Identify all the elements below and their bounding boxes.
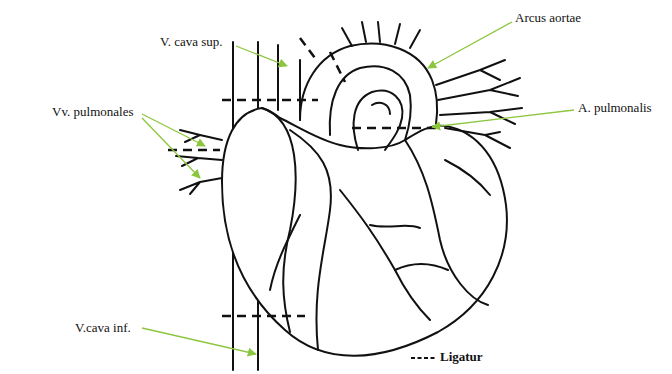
legend-sample [410,354,436,360]
part-label: A. pulmonalis [578,100,652,116]
part-label: V.cava inf. [75,320,131,336]
part-label: Arcus aortae [515,10,581,26]
legend-text: Ligatur [440,349,483,365]
part-label: Vv. pulmonales [52,104,133,120]
legend-row: Ligatur [410,349,483,365]
part-label: V. cava sup. [160,34,223,50]
